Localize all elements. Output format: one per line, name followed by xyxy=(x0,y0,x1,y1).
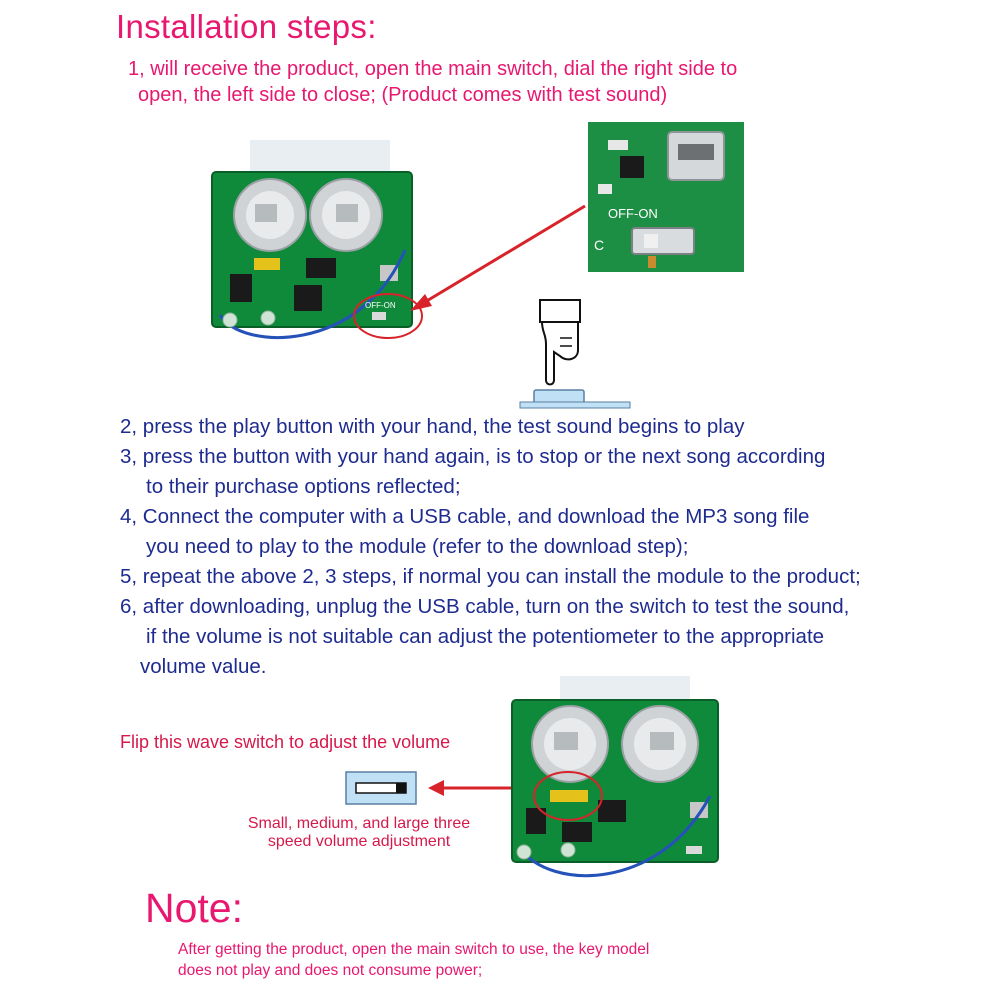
step-6-line-1: 6, after downloading, unplug the USB cab… xyxy=(120,595,850,618)
closeup-letter-label: C xyxy=(594,237,604,253)
pcb-board-photo-1: OFF-ON xyxy=(211,140,423,339)
step-1-line-2: open, the left side to close; (Product c… xyxy=(138,84,668,106)
step-2-line-1: 2, press the play button with your hand,… xyxy=(120,415,745,438)
step-4-line-2: you need to play to the module (refer to… xyxy=(146,535,689,558)
step-5-line-1: 5, repeat the above 2, 3 steps, if norma… xyxy=(120,565,861,588)
board-1-switch-label: OFF-ON xyxy=(365,301,396,310)
step-6-line-3: volume value. xyxy=(140,655,267,678)
volume-speed-note: Small, medium, and large three speed vol… xyxy=(228,815,490,851)
hand-press-icon xyxy=(519,299,631,409)
volume-speed-line-1: Small, medium, and large three xyxy=(247,815,471,832)
switch-closeup-photo: OFF-ON C xyxy=(588,122,744,272)
note-line-2: does not play and does not consume power… xyxy=(178,962,483,979)
note-title: Note: xyxy=(145,885,243,931)
step-4-line-1: 4, Connect the computer with a USB cable… xyxy=(120,505,810,528)
step-1-line-1: 1, will receive the product, open the ma… xyxy=(128,58,738,80)
volume-speed-line-2: speed volume adjustment xyxy=(267,833,451,850)
step-3-line-1: 3, press the button with your hand again… xyxy=(120,445,826,468)
note-line-1: After getting the product, open the main… xyxy=(178,941,650,958)
closeup-switch-label: OFF-ON xyxy=(608,206,658,221)
step-3-line-2: to their purchase options reflected; xyxy=(146,475,461,498)
note-text: After getting the product, open the main… xyxy=(178,939,649,981)
flip-switch-label: Flip this wave switch to adjust the volu… xyxy=(120,732,451,752)
pcb-board-photo-2 xyxy=(511,676,719,878)
step-6-line-2: if the volume is not suitable can adjust… xyxy=(146,625,825,648)
step-1-text: 1, will receive the product, open the ma… xyxy=(128,56,737,108)
page-title: Installation steps: xyxy=(116,8,377,45)
wave-switch-icon xyxy=(345,771,417,805)
steps-list: 2, press the play button with your hand,… xyxy=(120,412,861,682)
